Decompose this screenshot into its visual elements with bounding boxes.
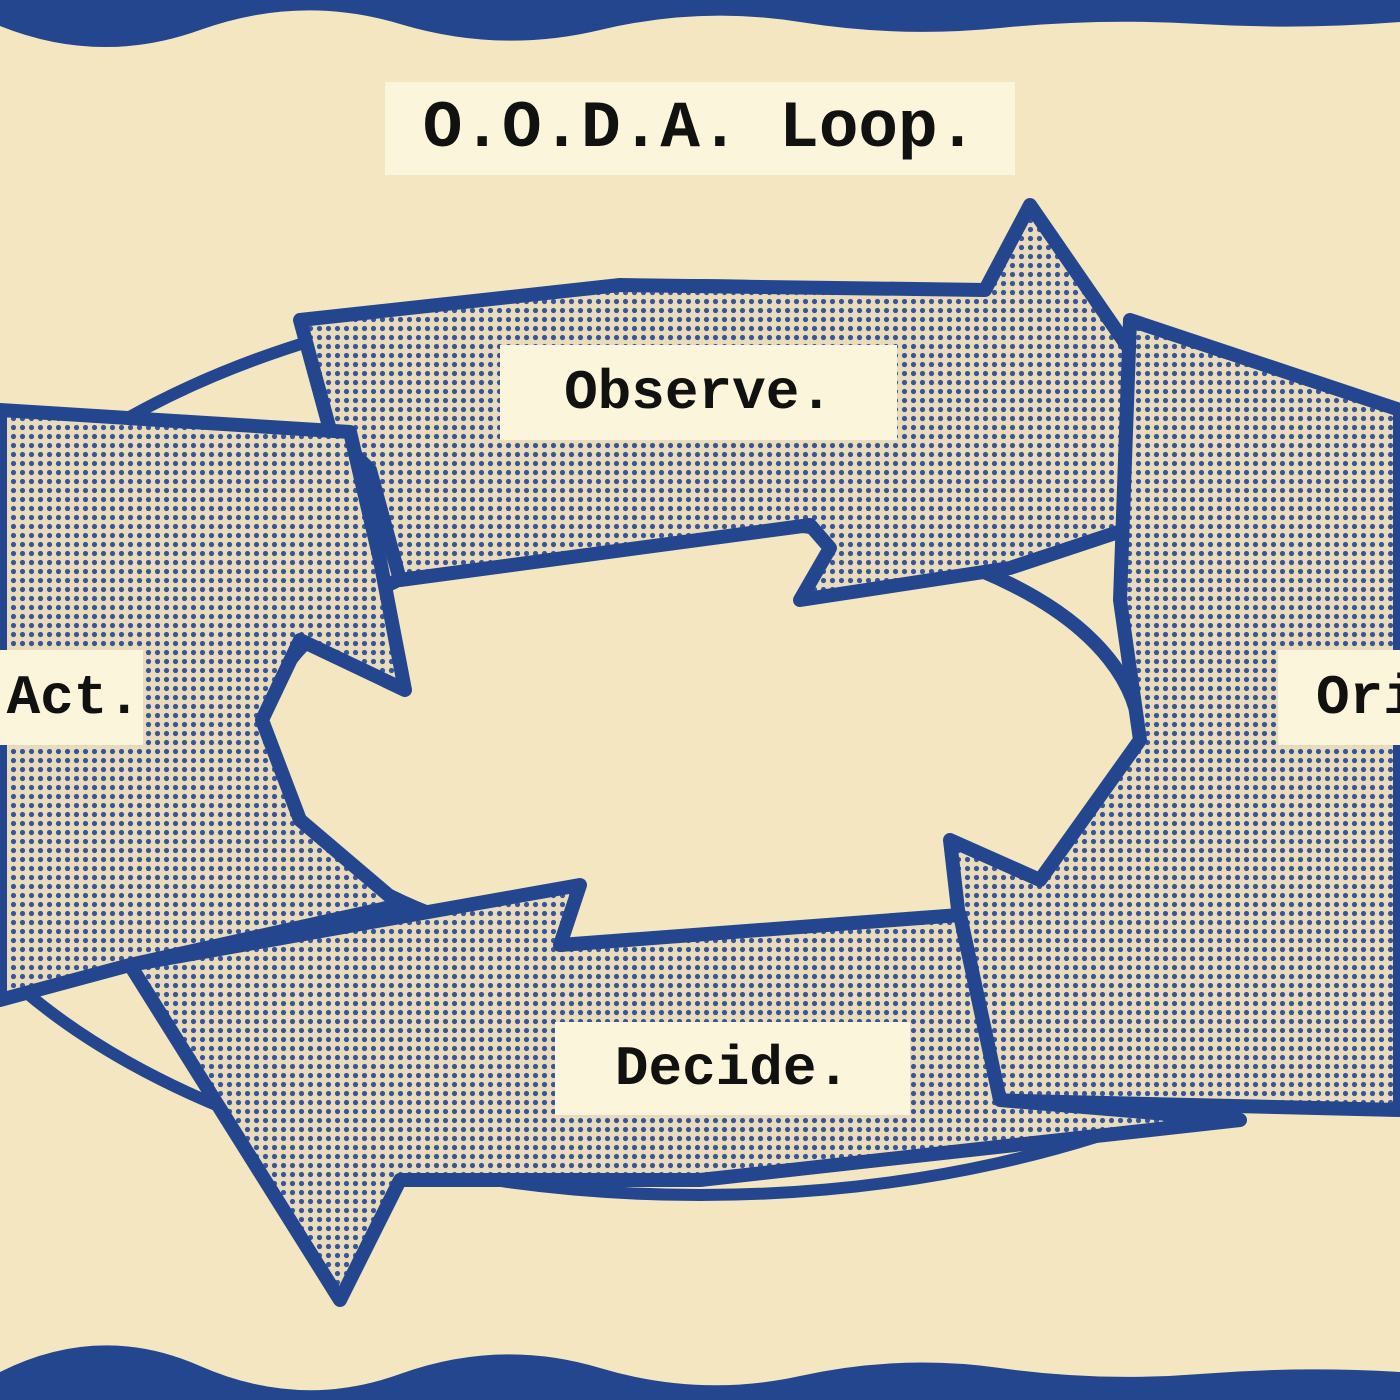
observe-label: Observe. — [500, 345, 897, 440]
observe-text: Observe. — [564, 360, 833, 425]
top-torn-border — [0, 0, 1400, 48]
bottom-torn-border — [0, 1345, 1400, 1400]
orient-label: Orient. — [1278, 650, 1400, 745]
orient-text: Orient. — [1316, 665, 1400, 730]
orient-arrow — [943, 313, 1400, 1117]
act-text: Act. — [6, 665, 141, 730]
diagram-title: O.O.D.A. Loop. — [385, 82, 1015, 175]
title-text: O.O.D.A. Loop. — [422, 91, 978, 166]
decide-label: Decide. — [555, 1022, 910, 1115]
act-arrow — [0, 403, 412, 1007]
act-label: Act. — [0, 650, 143, 745]
decide-text: Decide. — [614, 1036, 851, 1101]
